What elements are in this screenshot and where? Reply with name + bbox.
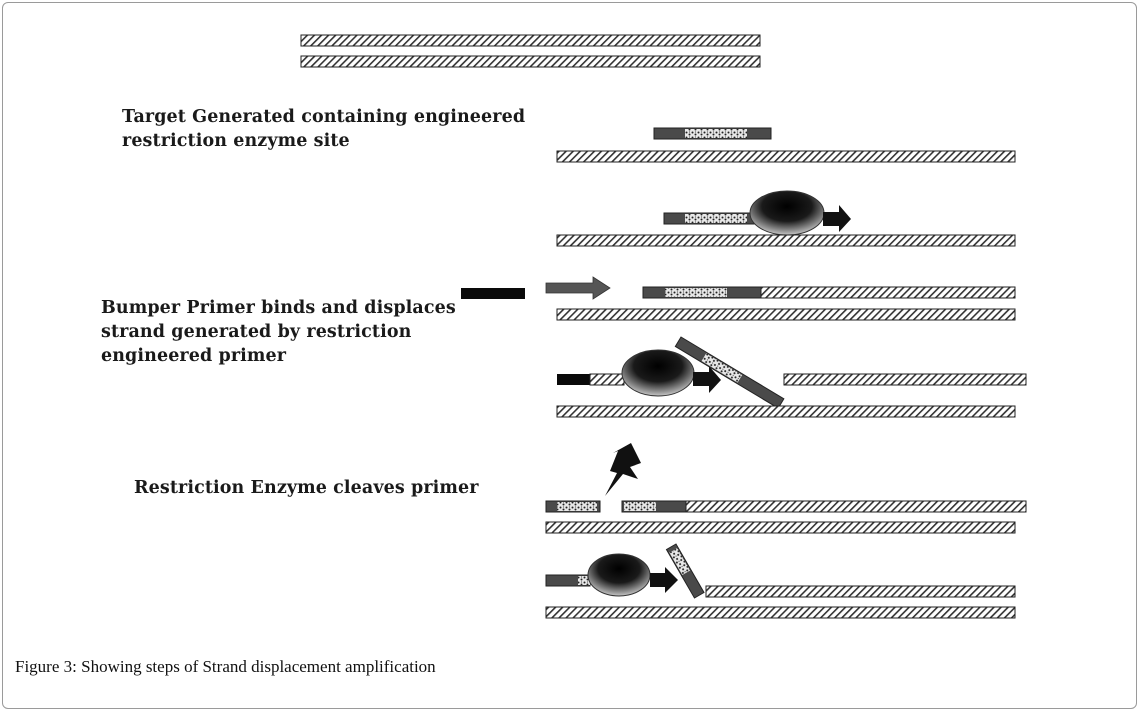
step3-label: Restriction Enzyme cleaves primer [134, 476, 479, 500]
step1-polymerase-extension [556, 190, 1016, 247]
template-duplex [300, 34, 761, 68]
sda-diagram [300, 34, 1027, 619]
step3-label-line1: Restriction Enzyme cleaves primer [134, 478, 479, 498]
step1-label-line1: Target Generated containing engineered [122, 107, 526, 127]
step2-label-line2: strand generated by restriction [101, 322, 412, 342]
polymerase-icon [587, 553, 651, 597]
bumper-arrow-icon [545, 276, 611, 300]
step2-label-line1: Bumper Primer binds and displaces [101, 298, 456, 318]
step1-primer-annealed [556, 127, 1016, 163]
bumper-primer [461, 288, 525, 299]
extension-arrow-icon [693, 366, 721, 393]
extension-arrow-icon [823, 205, 851, 232]
polymerase-icon [749, 190, 825, 236]
lightning-bolt-icon [605, 443, 641, 496]
figure-caption: Figure 3: Showing steps of Strand displa… [15, 657, 436, 677]
step2-bumper-primer [461, 276, 1016, 321]
caption-label: Figure 3: [15, 657, 77, 676]
extension-arrow-icon [650, 567, 678, 593]
step3-reextension [545, 543, 1016, 619]
step2-label: Bumper Primer binds and displaces strand… [101, 296, 456, 368]
step1-label-line2: restriction enzyme site [122, 131, 350, 151]
step2-label-line3: engineered primer [101, 346, 287, 366]
displaced-strand [665, 543, 705, 599]
step2-strand-displacement [556, 336, 1027, 418]
displaced-strand [674, 336, 785, 409]
step1-label: Target Generated containing engineered r… [122, 105, 525, 153]
polymerase-icon [621, 349, 695, 397]
caption-text: Showing steps of Strand displacement amp… [76, 657, 436, 676]
step3-nicking [545, 443, 1027, 534]
